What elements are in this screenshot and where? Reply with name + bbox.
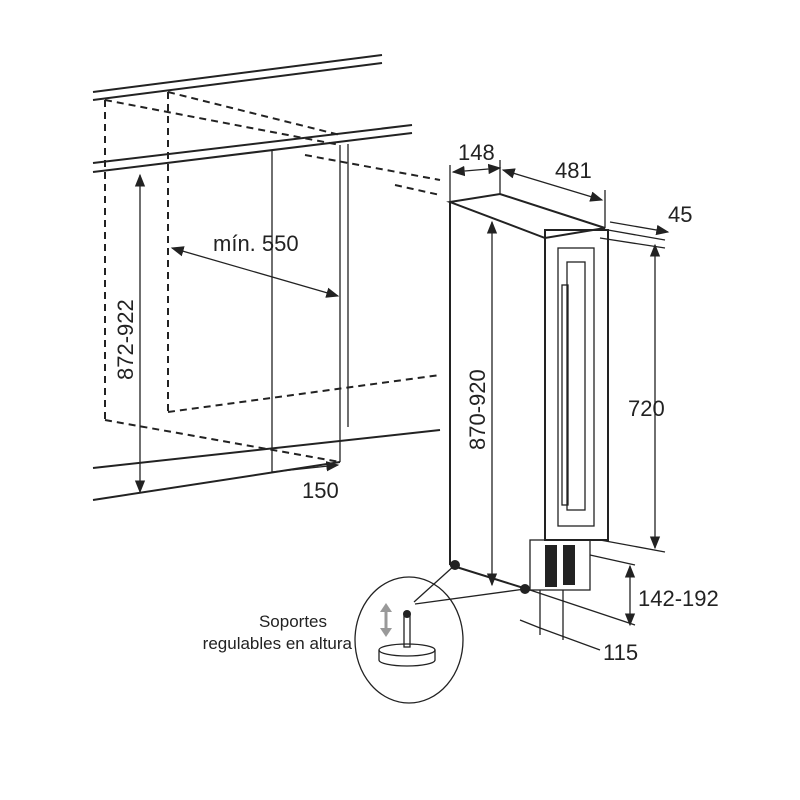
label-door-thickness: 45 (668, 202, 692, 227)
label-appliance-height: 870-920 (465, 369, 490, 450)
label-depth-top: 148 (458, 140, 495, 165)
inset-label-line1: Soportes (259, 612, 327, 631)
ventilation-grille (545, 545, 575, 587)
up-down-arrow-icon (380, 603, 392, 637)
wine-cooler (446, 192, 609, 594)
adjustable-foot-inset (354, 564, 526, 704)
label-door-height: 720 (628, 396, 665, 421)
inset-label-line2: regulables en altura (203, 634, 353, 653)
label-ventilation: 150 (302, 478, 339, 503)
label-plinth-height: 142-192 (638, 586, 719, 611)
kitchen-cabinet (92, 54, 441, 501)
label-plinth-depth: 115 (603, 640, 638, 665)
label-min-width: mín. 550 (213, 231, 299, 256)
dimension-lines (134, 160, 670, 651)
label-niche-height: 872-922 (113, 299, 138, 380)
label-width: 481 (555, 158, 592, 183)
